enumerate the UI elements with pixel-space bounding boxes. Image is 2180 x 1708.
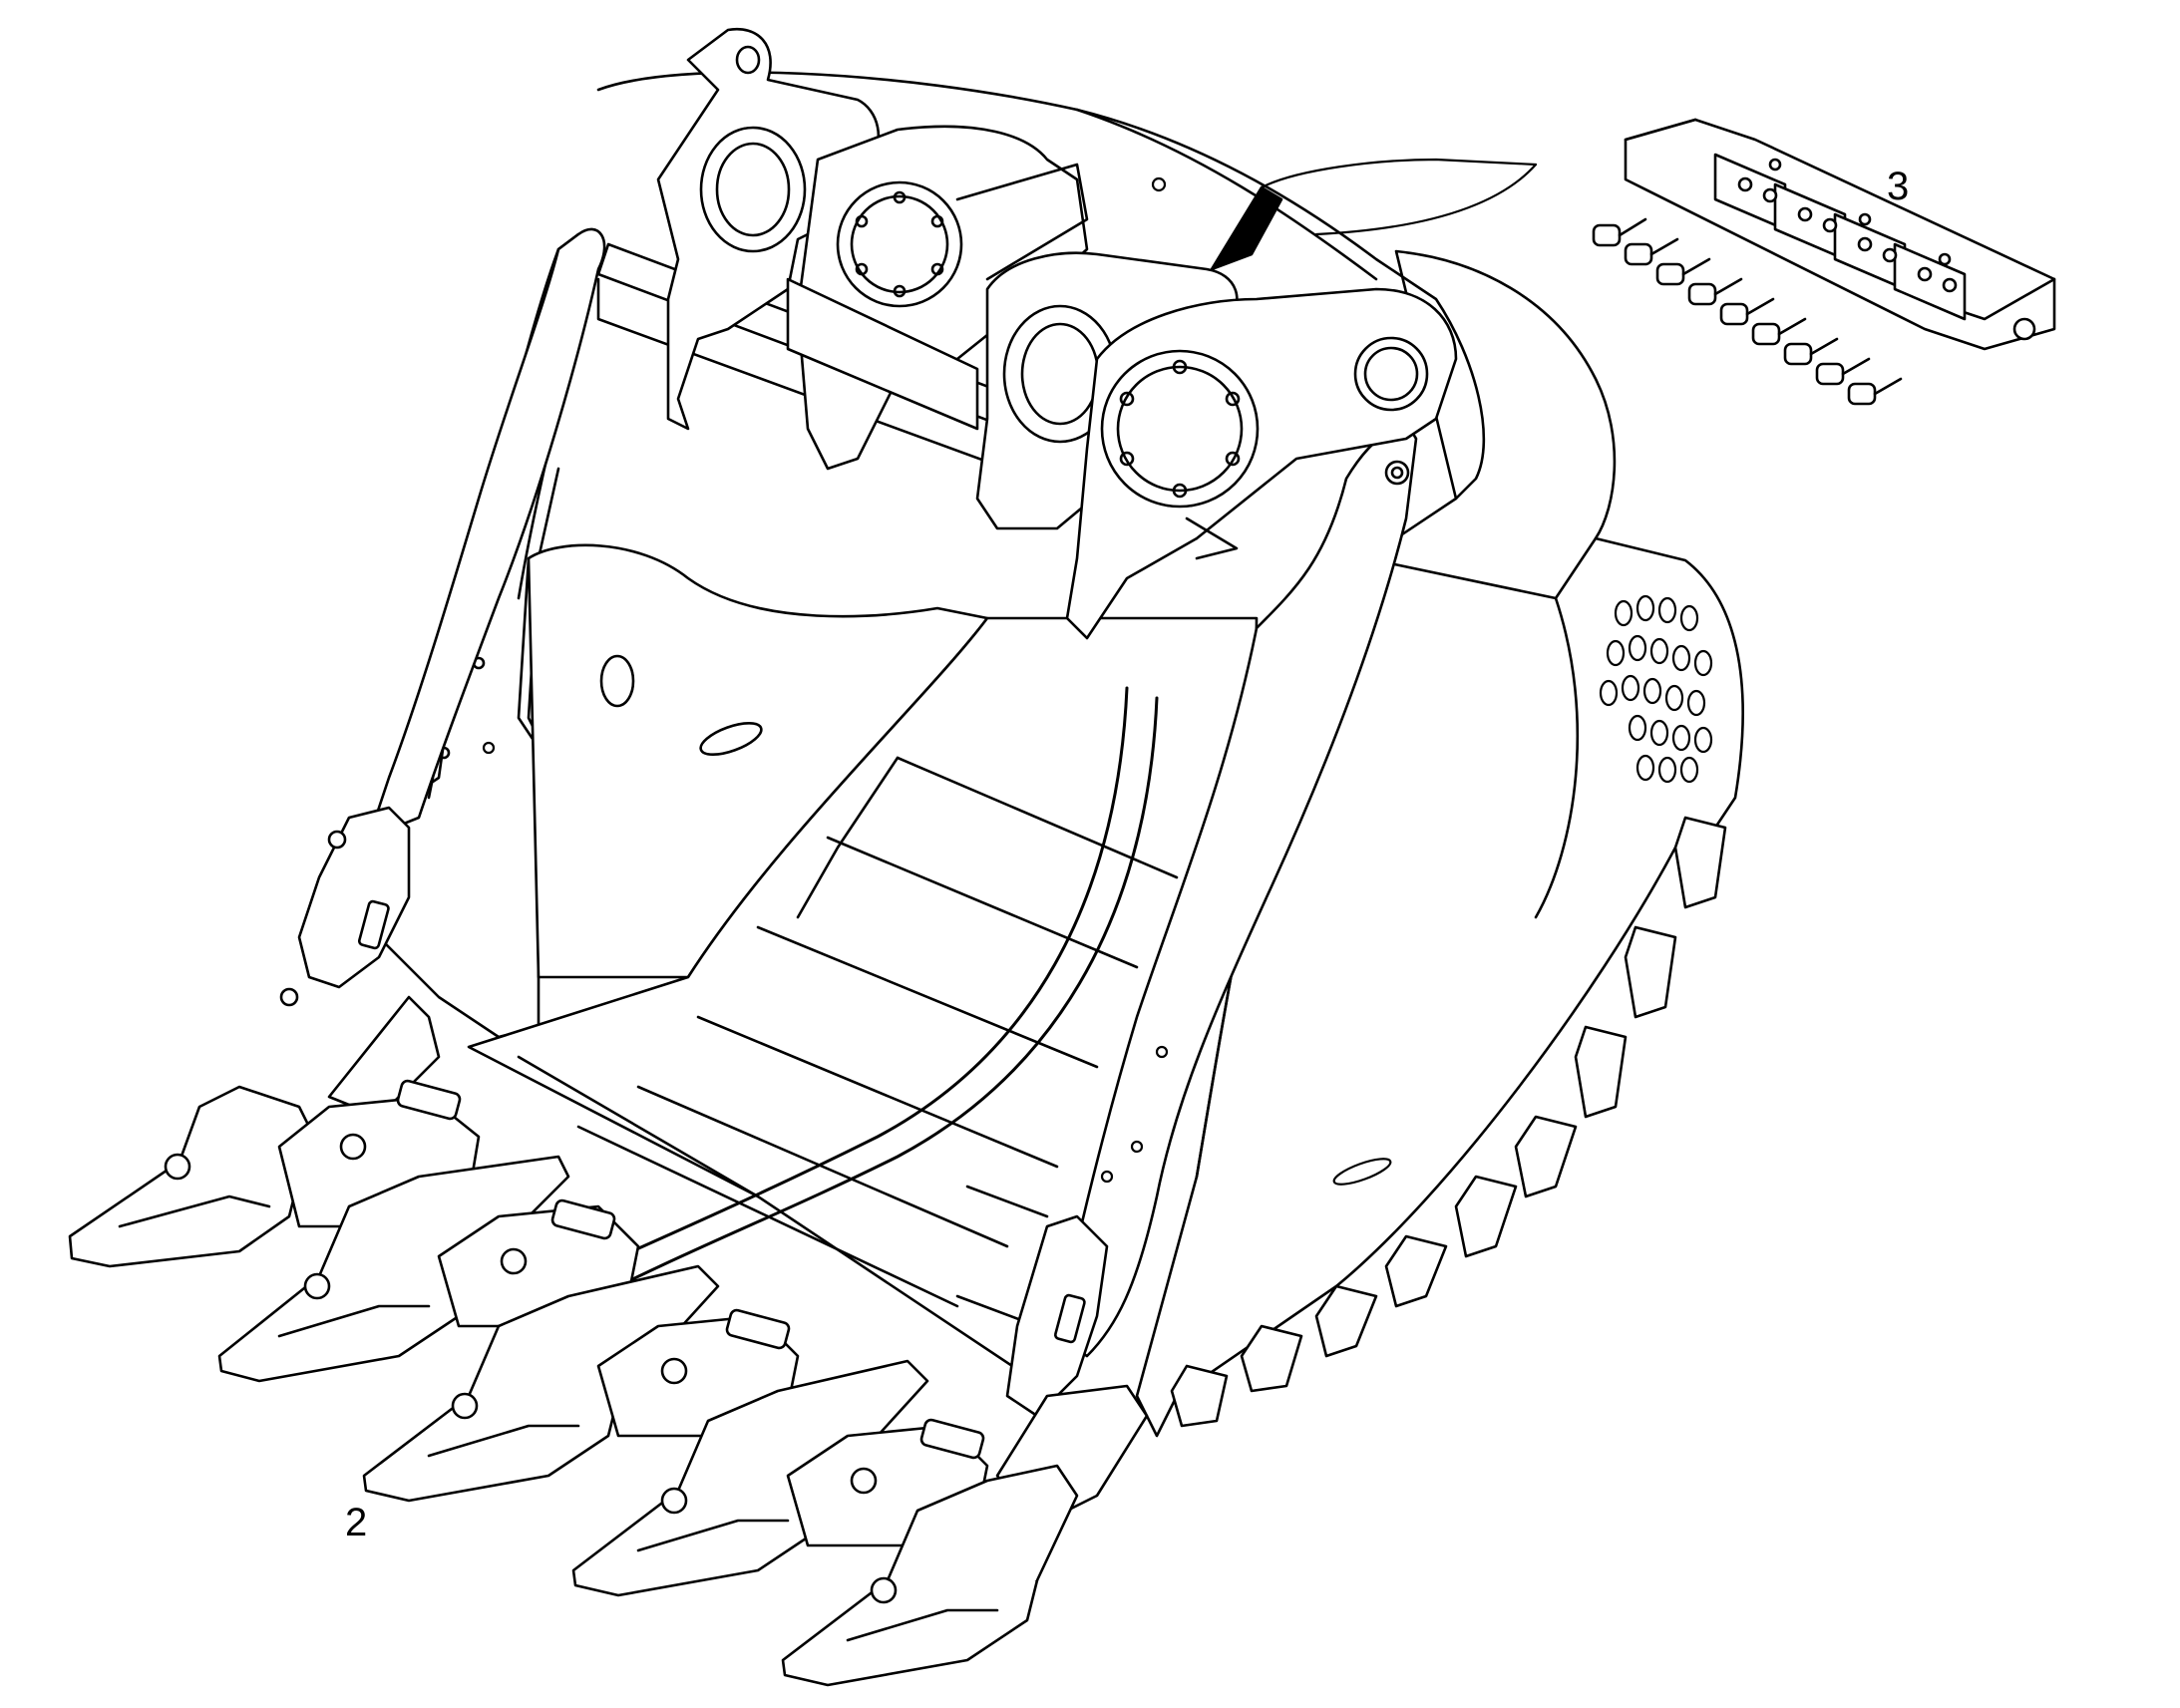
panel-hole bbox=[601, 656, 633, 706]
mounting-lug-4 bbox=[1067, 289, 1456, 638]
tooth-3 bbox=[364, 1266, 718, 1501]
lug-1-bore-inner bbox=[717, 144, 789, 235]
lug-4-flange bbox=[1102, 351, 1258, 507]
callout-item-3: 3 bbox=[1887, 165, 1910, 208]
cross-brace bbox=[598, 688, 1157, 1286]
panel-slot bbox=[697, 717, 765, 761]
side-cutters bbox=[1172, 818, 1725, 1426]
tooth-1 bbox=[70, 1087, 319, 1266]
grease-fittings bbox=[1594, 219, 1901, 404]
mounting-lug-2 bbox=[788, 127, 1087, 469]
lug-2-flange bbox=[838, 182, 961, 306]
grease-manifold bbox=[1594, 120, 2054, 404]
teeth-group bbox=[70, 1080, 1077, 1685]
leader-arrow bbox=[1212, 160, 1536, 269]
side-holes bbox=[1132, 596, 1711, 1190]
callout-item-2: 2 bbox=[345, 1501, 368, 1544]
detail-holes bbox=[484, 178, 1165, 1182]
left-side-cutter bbox=[281, 808, 439, 1117]
arrowhead bbox=[1212, 187, 1281, 269]
tooth-5 bbox=[783, 1466, 1077, 1685]
mounting-lug-1 bbox=[658, 29, 879, 429]
left-front-post bbox=[369, 229, 604, 838]
